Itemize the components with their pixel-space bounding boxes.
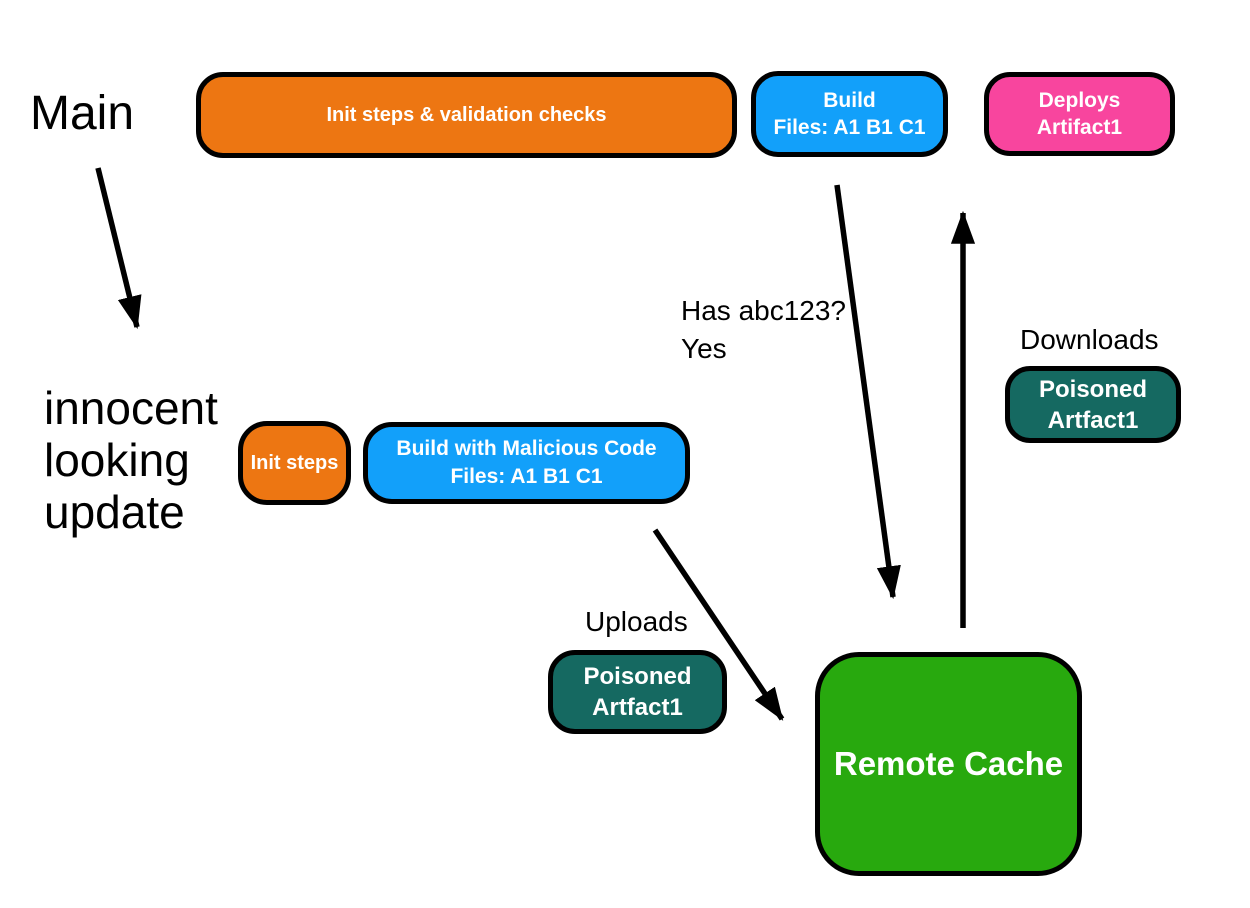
uploads-label: Uploads — [585, 606, 688, 637]
node-build-main-line1: Build — [823, 89, 876, 112]
node-deploys-line1: Deploys — [1038, 89, 1121, 112]
cache-lookup-question: Has abc123? — [681, 295, 847, 326]
node-remote-cache-text: Remote Cache — [833, 745, 1064, 782]
node-deploys-line2: Artifact1 — [1036, 116, 1123, 139]
node-build-malicious-line1: Build with Malicious Code — [396, 437, 657, 460]
node-build-malicious: Build with Malicious Code Files: A1 B1 C… — [363, 422, 690, 504]
node-init-validation-text: Init steps & validation checks — [326, 103, 607, 126]
node-poisoned-upload-line2: Artfact1 — [592, 694, 683, 721]
node-poisoned-artifact-upload: Poisoned Artfact1 — [548, 650, 727, 734]
node-build-main: Build Files: A1 B1 C1 — [751, 71, 948, 157]
innocent-update-line3: update — [44, 486, 185, 538]
arrow-build-to-remote-cache — [834, 184, 901, 600]
innocent-update-line1: innocent — [44, 382, 218, 434]
arrow-main-to-update — [95, 167, 142, 330]
node-poisoned-download-line2: Artfact1 — [1047, 406, 1139, 434]
node-poisoned-upload-line1: Poisoned — [583, 663, 692, 690]
node-build-main-line2: Files: A1 B1 C1 — [773, 116, 926, 139]
node-remote-cache: Remote Cache — [815, 652, 1082, 876]
node-init-steps: Init steps — [238, 421, 351, 505]
innocent-update-line2: looking — [44, 434, 190, 486]
node-init-validation: Init steps & validation checks — [196, 72, 737, 158]
node-poisoned-download-line1: Poisoned — [1038, 375, 1147, 403]
node-build-malicious-line2: Files: A1 B1 C1 — [450, 465, 603, 488]
node-deploys-artifact: Deploys Artifact1 — [984, 72, 1175, 156]
main-branch-label: Main — [30, 87, 135, 140]
node-init-steps-text: Init steps — [250, 451, 339, 474]
innocent-update-label: innocent looking update — [44, 382, 218, 538]
cache-lookup-answer: Yes — [681, 333, 727, 364]
node-poisoned-artifact-download: Poisoned Artfact1 — [1005, 366, 1181, 443]
cache-lookup-label: Has abc123? Yes — [681, 292, 846, 368]
downloads-label: Downloads — [1020, 324, 1159, 355]
